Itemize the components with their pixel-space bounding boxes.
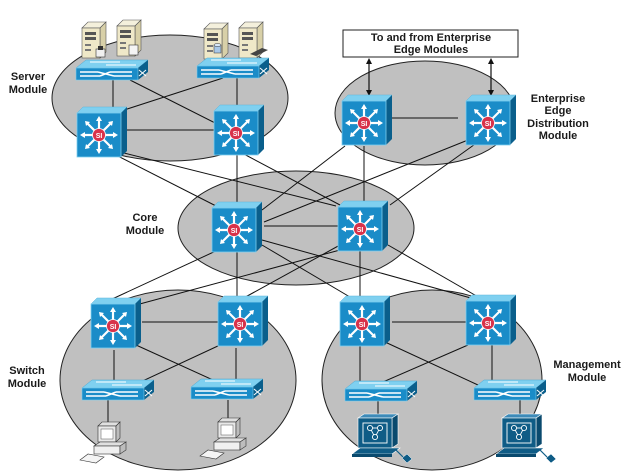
server-icon xyxy=(203,22,229,60)
bidirectional-arrow-right xyxy=(488,58,494,96)
management-module-label: Management Module xyxy=(553,359,621,384)
multilayer-switch-icon xyxy=(340,93,394,147)
switch-module-label-line1: Switch xyxy=(9,365,45,377)
workgroup-switch-icon xyxy=(190,378,264,400)
multilayer-switch-icon xyxy=(464,93,518,147)
core-module-label: Core Module xyxy=(126,212,165,237)
workgroup-switch-icon xyxy=(196,57,270,79)
network-management-icon xyxy=(495,413,557,464)
multilayer-switch-icon xyxy=(89,296,143,350)
edge-module-label-line1: Enterprise xyxy=(531,93,585,105)
database-icon xyxy=(213,43,222,54)
keyboard-icon xyxy=(250,48,268,56)
server-peripheral-printer-icon xyxy=(95,46,106,58)
multilayer-switch-icon xyxy=(338,294,392,348)
multilayer-switch-icon xyxy=(210,200,264,254)
core-module-label-line2: Module xyxy=(126,225,165,237)
edge-module-label-line3: Distribution xyxy=(527,118,589,130)
management-module-label-line1: Management xyxy=(553,359,621,371)
workgroup-switch-icon xyxy=(75,59,149,81)
network-links xyxy=(107,77,521,428)
external-box-line2: Edge Modules xyxy=(394,44,469,56)
core-module-label-line1: Core xyxy=(132,212,157,224)
multilayer-switch-icon xyxy=(464,293,518,347)
management-module-label-line2: Module xyxy=(568,372,607,384)
bidirectional-arrow-left xyxy=(366,58,372,96)
edge-module-label-line4: Module xyxy=(539,130,578,142)
external-box-line1: To and from Enterprise xyxy=(371,32,491,44)
multilayer-switch-icon xyxy=(75,105,129,159)
workgroup-switch-icon xyxy=(81,379,155,401)
switch-module-label-line2: Module xyxy=(8,378,47,390)
workgroup-switch-icon xyxy=(473,379,547,401)
switch-module-label: Switch Module xyxy=(8,365,47,390)
server-module-label-line2: Module xyxy=(9,84,48,96)
edge-distribution-module-label: Enterprise Edge Distribution Module xyxy=(527,93,589,142)
multilayer-switch-icon xyxy=(212,103,266,157)
workgroup-switch-icon xyxy=(344,380,418,402)
multilayer-switch-icon xyxy=(216,294,270,348)
server-peripheral-document-icon xyxy=(128,44,139,56)
server-module-label: Server Module xyxy=(9,71,48,96)
multilayer-switch-icon xyxy=(336,199,390,253)
external-edge-box: To and from Enterprise Edge Modules xyxy=(342,29,519,58)
edge-module-label-line2: Edge xyxy=(545,105,572,117)
server-module-label-line1: Server xyxy=(11,71,46,83)
